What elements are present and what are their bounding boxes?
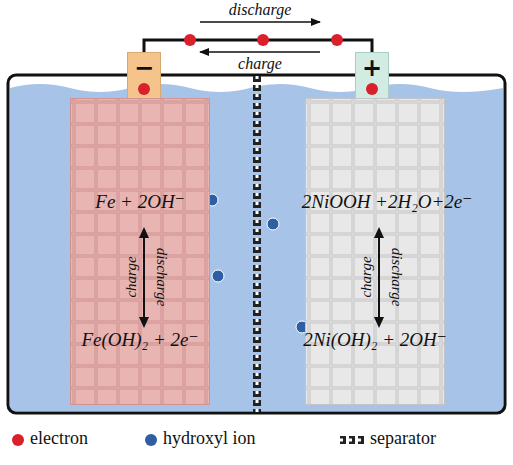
electrode-plate: charge discharge xyxy=(70,98,210,405)
terminal-box: − xyxy=(127,52,161,100)
reaction-equation: Fe + 2OH⁻ xyxy=(95,190,184,213)
legend-text: hydroxyl ion xyxy=(163,428,256,452)
separator-gap xyxy=(256,76,259,412)
hydroxyl-ion xyxy=(267,218,279,230)
reaction-arrow xyxy=(143,234,145,321)
terminal-sign: − xyxy=(128,55,160,81)
sample-gap xyxy=(340,439,364,442)
terminal-box: + xyxy=(355,52,389,100)
electron xyxy=(366,83,378,95)
electron xyxy=(184,34,196,46)
plate-grid xyxy=(71,99,209,404)
discharge-label: discharge xyxy=(153,248,170,307)
arrow-head xyxy=(374,227,384,238)
arrow-head xyxy=(139,317,149,328)
legend-swatch xyxy=(12,434,24,446)
flow-label: charge xyxy=(238,55,282,73)
charge-arrow xyxy=(200,51,320,53)
grid-fill xyxy=(306,99,444,404)
charge-label: charge xyxy=(123,256,140,297)
arrow-head xyxy=(139,227,149,238)
electron xyxy=(331,34,343,46)
reaction-equation: Fe(OH)₂ + 2e⁻ xyxy=(81,328,198,351)
reaction-equation: 2Ni(OH)₂ + 2OH⁻ xyxy=(303,328,446,351)
sample-line xyxy=(340,436,364,444)
reaction-arrow xyxy=(378,234,380,321)
arrow-head xyxy=(374,317,384,328)
electron xyxy=(138,83,150,95)
tank-outline xyxy=(8,75,505,413)
electrode-plate: charge discharge xyxy=(305,98,445,405)
hydroxyl-ion xyxy=(212,270,224,282)
tank-inside xyxy=(8,75,505,413)
reaction-equation: 2NiOOH +2H₂O+2e⁻ xyxy=(302,190,473,213)
grid-fill xyxy=(71,99,209,404)
legend-text: separator xyxy=(370,428,436,452)
flow-label: discharge xyxy=(229,1,292,19)
legend-swatch xyxy=(145,434,157,446)
electron xyxy=(257,34,269,46)
terminal-sign: + xyxy=(356,55,388,81)
legend-text: electron xyxy=(30,428,88,452)
plate-grid xyxy=(306,99,444,404)
legend-separator-sample xyxy=(340,433,364,447)
discharge-arrow xyxy=(200,21,320,23)
discharge-label: discharge xyxy=(388,248,405,307)
separator xyxy=(253,76,261,412)
charge-label: charge xyxy=(358,256,375,297)
